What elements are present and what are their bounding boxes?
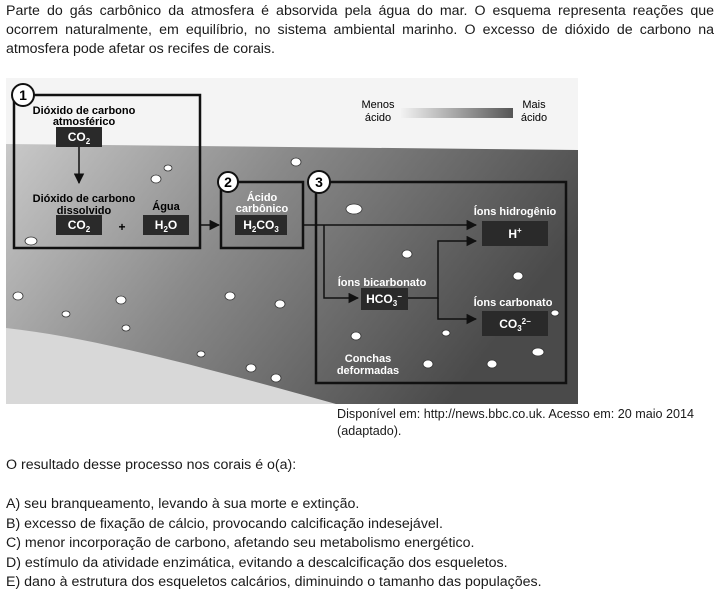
arrow-to-bicarbonate xyxy=(323,225,360,304)
acidity-gradient-bar xyxy=(401,108,513,118)
box-1-number: 1 xyxy=(19,87,27,103)
conchas-label-line2: deformadas xyxy=(337,365,399,377)
ocean-chemistry-diagram: Menos ácido Mais ácido 1 Dióxido de carb… xyxy=(6,78,578,404)
carbonato-label: Íons carbonato xyxy=(474,296,553,309)
option-a[interactable]: A) seu branqueamento, levando à sua mort… xyxy=(6,496,360,512)
answer-options: A) seu branqueamento, levando à sua mort… xyxy=(6,495,542,593)
h2co3-formula-box xyxy=(235,215,287,235)
option-b[interactable]: B) excesso de fixação de cálcio, provoca… xyxy=(6,515,443,532)
box-3 xyxy=(314,180,568,385)
co2-atm-label-line2: atmosférico xyxy=(53,116,116,128)
co2-atm-formula: CO2 xyxy=(68,130,91,146)
box-1-badge xyxy=(11,83,35,107)
box-2-badge xyxy=(217,171,239,193)
co3-formula-box xyxy=(482,311,548,336)
intro-paragraph: Parte do gás carbônico da atmosfera é ab… xyxy=(6,3,714,57)
legend-low-top: Menos xyxy=(361,99,395,111)
hco3-formula: HCO3− xyxy=(366,292,402,308)
h-plus-formula: H+ xyxy=(508,226,522,241)
co3-formula: CO32− xyxy=(499,317,531,333)
sea-background xyxy=(6,144,578,404)
conchas-label-line1: Conchas xyxy=(345,353,391,365)
sea-floor xyxy=(6,328,336,404)
question-stem: O resultado desse processo nos corais é … xyxy=(6,457,297,473)
h2o-formula-box xyxy=(143,215,189,235)
shell-icons xyxy=(12,157,560,383)
box-2-number: 2 xyxy=(224,174,232,190)
co2-dis-formula: CO2 xyxy=(68,218,91,234)
legend-low-bottom: ácido xyxy=(365,112,391,124)
co2-dis-label-line1: Dióxido de carbono xyxy=(33,193,136,205)
plus-sign: + xyxy=(118,220,125,234)
option-c[interactable]: C) menor incorporação de carbono, afetan… xyxy=(6,535,475,552)
arrow-bicarbonate-to-hydrogen xyxy=(408,235,478,299)
legend-high-top: Mais xyxy=(522,99,546,111)
bicarbonato-label: Íons bicarbonato xyxy=(338,276,427,289)
box-2 xyxy=(219,180,305,250)
co2-atm-formula-box xyxy=(56,127,102,147)
co2-dis-label-line2: dissolvido xyxy=(57,205,112,217)
agua-label: Água xyxy=(152,200,180,213)
arrow-bicarbonate-to-carbonate xyxy=(437,298,478,325)
box-1 xyxy=(12,93,202,250)
source-citation: Disponível em: http://news.bbc.co.uk. Ac… xyxy=(337,407,695,438)
co2-atm-label-line1: Dióxido de carbono xyxy=(33,105,136,117)
co2-dis-formula-box xyxy=(56,215,102,235)
box-3-number: 3 xyxy=(315,174,323,190)
box-3-badge xyxy=(307,170,331,194)
hidrogenio-label: Íons hidrogênio xyxy=(474,205,557,218)
option-e[interactable]: E) dano à estrutura dos esqueletos calcá… xyxy=(6,574,542,591)
h-plus-formula-box xyxy=(482,221,548,246)
legend-high-bottom: ácido xyxy=(521,112,547,124)
acido-label-line1: Ácido xyxy=(247,191,278,204)
acido-label-line2: carbônico xyxy=(236,203,289,215)
option-d[interactable]: D) estímulo da atividade enzimática, evi… xyxy=(6,554,508,571)
h2o-formula: H2O xyxy=(155,218,177,234)
hco3-formula-box xyxy=(361,288,408,310)
h2co3-formula: H2CO3 xyxy=(243,218,279,234)
